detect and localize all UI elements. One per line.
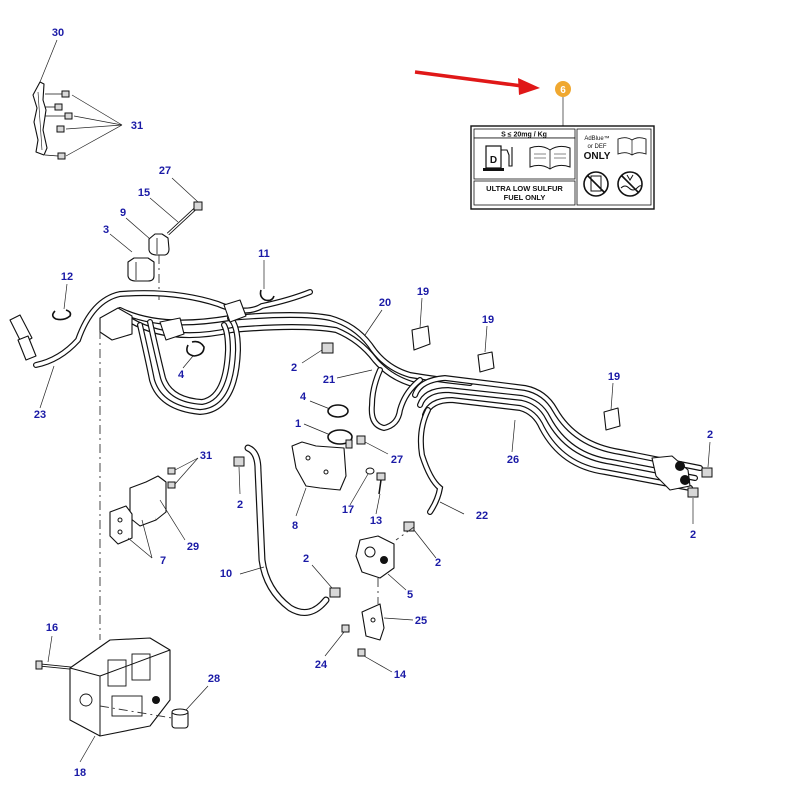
harness-main[interactable]	[33, 289, 703, 515]
highlight-badge[interactable]	[555, 81, 571, 97]
callout-13[interactable]: 13	[370, 515, 382, 527]
sleeve-28[interactable]	[171, 708, 189, 729]
callout-15[interactable]: 15	[138, 187, 150, 199]
callout-6[interactable]: 6	[560, 85, 566, 96]
pump-letter: D	[490, 155, 497, 166]
callout-4-harness[interactable]: 4	[178, 369, 185, 381]
callout-2-line-22[interactable]: 2	[435, 557, 441, 569]
callout-19-c[interactable]: 19	[608, 371, 620, 383]
callout-17[interactable]: 17	[342, 504, 354, 516]
end-connectors[interactable]	[651, 455, 691, 491]
clip-19-c[interactable]	[603, 407, 621, 431]
callout-24[interactable]: 24	[315, 659, 328, 671]
callout-19-a[interactable]: 19	[417, 286, 429, 298]
callout-2-hose-top[interactable]: 2	[237, 499, 243, 511]
callout-7[interactable]: 7	[160, 555, 166, 567]
nut-27-b[interactable]	[356, 435, 366, 445]
callout-2-right-top[interactable]: 2	[707, 429, 713, 441]
hose-clamp-4[interactable]	[327, 404, 349, 418]
bolt-13[interactable]	[376, 472, 386, 495]
clip-2-line-22[interactable]	[403, 521, 415, 532]
decal-adblue-line1: AdBlue™	[584, 135, 609, 142]
bolts-31-top[interactable]	[44, 90, 73, 160]
clip-2-a[interactable]	[321, 342, 334, 354]
clip-2-right-bottom[interactable]	[687, 487, 699, 498]
hose-10[interactable]	[244, 444, 330, 616]
bolts-31-mid[interactable]	[167, 467, 176, 489]
clip-12[interactable]	[51, 309, 72, 321]
callout-5[interactable]: 5	[407, 589, 413, 601]
callout-29[interactable]: 29	[187, 541, 199, 553]
clip-19-a[interactable]	[411, 325, 431, 351]
clip-4-harness[interactable]	[186, 340, 205, 357]
callout-26[interactable]: 26	[507, 454, 519, 466]
callout-4-clamp[interactable]: 4	[300, 391, 307, 403]
callout-21[interactable]: 21	[323, 374, 335, 386]
clip-2-hose-bottom[interactable]	[329, 587, 341, 598]
fuel-decal: S ≤ 20mg / Kg D ULTRA LOW SULFUR FUEL ON…	[470, 125, 655, 210]
decal-ulsf-line2: FUEL ONLY	[504, 193, 546, 202]
callout-1[interactable]: 1	[295, 418, 301, 430]
bolt-24[interactable]	[341, 624, 350, 633]
highlight-arrow	[414, 70, 540, 95]
no-fuel-contamination-icon	[617, 171, 643, 197]
manual-book-icon-small	[617, 137, 647, 156]
nut-27[interactable]	[193, 201, 203, 211]
callout-10[interactable]: 10	[220, 568, 232, 580]
callout-31-mid[interactable]: 31	[200, 450, 212, 462]
callout-2-right-bottom[interactable]: 2	[690, 529, 696, 541]
callout-23[interactable]: 23	[34, 409, 46, 421]
callout-22[interactable]: 22	[476, 510, 488, 522]
connector-23[interactable]	[9, 314, 37, 361]
callout-8[interactable]: 8	[292, 520, 298, 532]
callout-27-top[interactable]: 27	[159, 165, 171, 177]
bracket-25[interactable]	[361, 603, 385, 641]
callout-2-hose-bottom[interactable]: 2	[303, 553, 309, 565]
decal-adblue-line2: or DEF	[587, 144, 606, 150]
bracket-7[interactable]	[109, 505, 133, 545]
callout-30[interactable]: 30	[52, 27, 64, 39]
clip-19-b[interactable]	[477, 351, 495, 373]
decal-ulsf-line1: ULTRA LOW SULFUR	[486, 184, 563, 193]
callout-19-b[interactable]: 19	[482, 314, 494, 326]
bracket-8[interactable]	[291, 441, 347, 491]
callout-25[interactable]: 25	[415, 615, 427, 627]
callout-12[interactable]: 12	[61, 271, 73, 283]
bracket-30[interactable]	[32, 81, 48, 156]
clip-2-hose-top[interactable]	[233, 456, 245, 467]
callout-3[interactable]: 3	[103, 224, 109, 236]
callout-14[interactable]: 14	[394, 669, 407, 681]
washer-17[interactable]	[365, 467, 375, 475]
clip-2-right-top[interactable]	[701, 467, 713, 478]
hose-clamp-1[interactable]	[327, 429, 353, 449]
callout-2-a[interactable]: 2	[291, 362, 297, 374]
callout-27-b[interactable]: 27	[391, 454, 403, 466]
decal-sulfur-spec: S ≤ 20mg / Kg	[501, 132, 547, 139]
fuel-pump-icon: D	[483, 145, 513, 171]
bolt-14[interactable]	[357, 648, 366, 657]
clamp-block-3[interactable]	[127, 257, 155, 282]
decal-adblue-only: ONLY	[584, 151, 611, 162]
clamp-block-9[interactable]	[148, 233, 170, 256]
callout-31-top[interactable]: 31	[131, 120, 143, 132]
no-adblue-in-fuel-icon	[583, 171, 609, 197]
callout-18[interactable]: 18	[74, 767, 86, 779]
connectors-cluster[interactable]	[99, 299, 247, 341]
pump-18[interactable]	[69, 637, 171, 737]
callout-16[interactable]: 16	[46, 622, 58, 634]
callout-11[interactable]: 11	[258, 248, 270, 260]
bracket-29[interactable]	[129, 475, 167, 527]
bolt-15[interactable]	[166, 206, 198, 236]
callout-28[interactable]: 28	[208, 673, 220, 685]
clip-11[interactable]	[259, 289, 275, 302]
callout-9[interactable]: 9	[120, 207, 126, 219]
callout-20[interactable]: 20	[379, 297, 391, 309]
manual-book-icon	[529, 145, 571, 170]
valve-5[interactable]	[355, 535, 395, 579]
